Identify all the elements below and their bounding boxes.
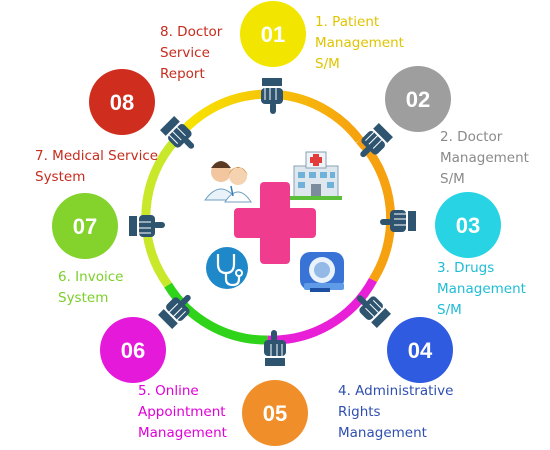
module-node-04 — [387, 317, 453, 383]
module-label: 4. Administrative Rights Management — [338, 383, 454, 441]
module-node-06 — [100, 317, 166, 383]
module-number: 04 — [408, 338, 433, 363]
pointing-hand-icon — [160, 116, 195, 149]
module-node-08 — [89, 69, 155, 135]
module-number: 02 — [406, 87, 430, 112]
module-label: 2. Doctor Management S/M — [440, 129, 529, 187]
module-label: 6. Invoice System — [58, 269, 124, 306]
hospital-icon — [290, 151, 342, 200]
module-number: 08 — [110, 90, 134, 115]
pointing-hand-icon — [380, 210, 416, 232]
stethoscope-icon — [206, 247, 248, 289]
pointing-hand-icon — [360, 123, 393, 158]
module-node-01 — [240, 1, 306, 67]
module-node-02 — [385, 66, 451, 132]
module-label: 1. Patient Management S/M — [315, 14, 404, 72]
module-number: 07 — [73, 214, 97, 239]
module-node-07 — [52, 193, 118, 259]
mri-scanner-icon — [300, 252, 344, 292]
pointing-hand-icon — [261, 78, 283, 114]
module-number: 05 — [263, 401, 287, 426]
pointing-hand-icon — [129, 215, 165, 237]
module-node-05 — [242, 380, 308, 446]
medical-cross-icon — [234, 182, 316, 264]
module-label: 8. Doctor Service Report — [160, 24, 223, 82]
module-label: 5. Online Appointment Management — [138, 383, 227, 441]
module-number: 01 — [261, 22, 285, 47]
module-number: 03 — [456, 213, 480, 238]
module-number: 06 — [121, 338, 145, 363]
module-node-03 — [435, 192, 501, 258]
module-label: 3. Drugs Management S/M — [437, 260, 526, 318]
module-label: 7. Medical Service System — [35, 148, 159, 185]
pointing-hand-icon — [158, 294, 191, 329]
pointing-hand-icon — [356, 295, 391, 328]
pointing-hand-icon — [264, 330, 286, 366]
doctors-icon — [204, 161, 252, 203]
